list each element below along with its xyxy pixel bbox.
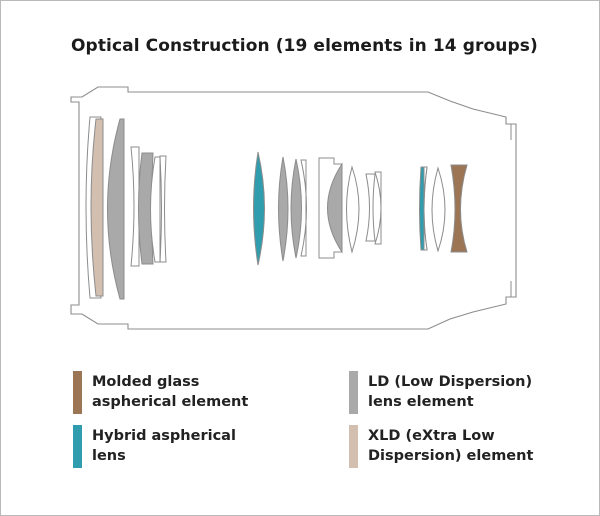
legend-item-ld: LD (Low Dispersion) lens element (349, 371, 532, 414)
legend-label-ld: LD (Low Dispersion) lens element (368, 374, 533, 410)
legend-item-hybrid-aspherical: Hybrid aspherical lens (73, 425, 236, 468)
diagram-title: Optical Construction (19 elements in 14 … (71, 36, 538, 56)
lens-element-5 (300, 159, 307, 257)
lens-barrel-outline (70, 86, 517, 330)
ld-element-5 (327, 162, 343, 254)
lens-element-9 (374, 171, 382, 245)
lens-element-4 (159, 155, 167, 263)
lens-element-3 (150, 156, 161, 263)
ld-element-3 (278, 156, 289, 262)
legend-swatch-ld (349, 371, 358, 414)
lens-element-8 (365, 173, 376, 242)
legend-item-molded-glass: Molded glass aspherical element (73, 371, 248, 414)
ld-element-4 (290, 158, 302, 259)
lens-element-10 (423, 166, 428, 251)
molded-glass-aspherical-element (450, 164, 468, 253)
legend-label-xld: XLD (eXtra Low Dispersion) element (368, 428, 534, 464)
legend-label-molded-glass: Molded glass aspherical element (92, 374, 249, 410)
legend-swatch-xld (349, 425, 358, 468)
lens-element-7 (346, 165, 360, 254)
legend-swatch-molded-glass (73, 371, 82, 414)
legend-item-xld: XLD (eXtra Low Dispersion) element (349, 425, 533, 468)
lens-element-11 (431, 166, 446, 253)
lens-element-2 (130, 146, 140, 267)
legend-label-hybrid-aspherical: Hybrid aspherical lens (92, 428, 236, 464)
xld-element-1 (90, 118, 104, 297)
legend-swatch-hybrid-aspherical (73, 425, 82, 468)
hybrid-aspherical-element (253, 151, 265, 266)
ld-element-1 (107, 118, 125, 300)
